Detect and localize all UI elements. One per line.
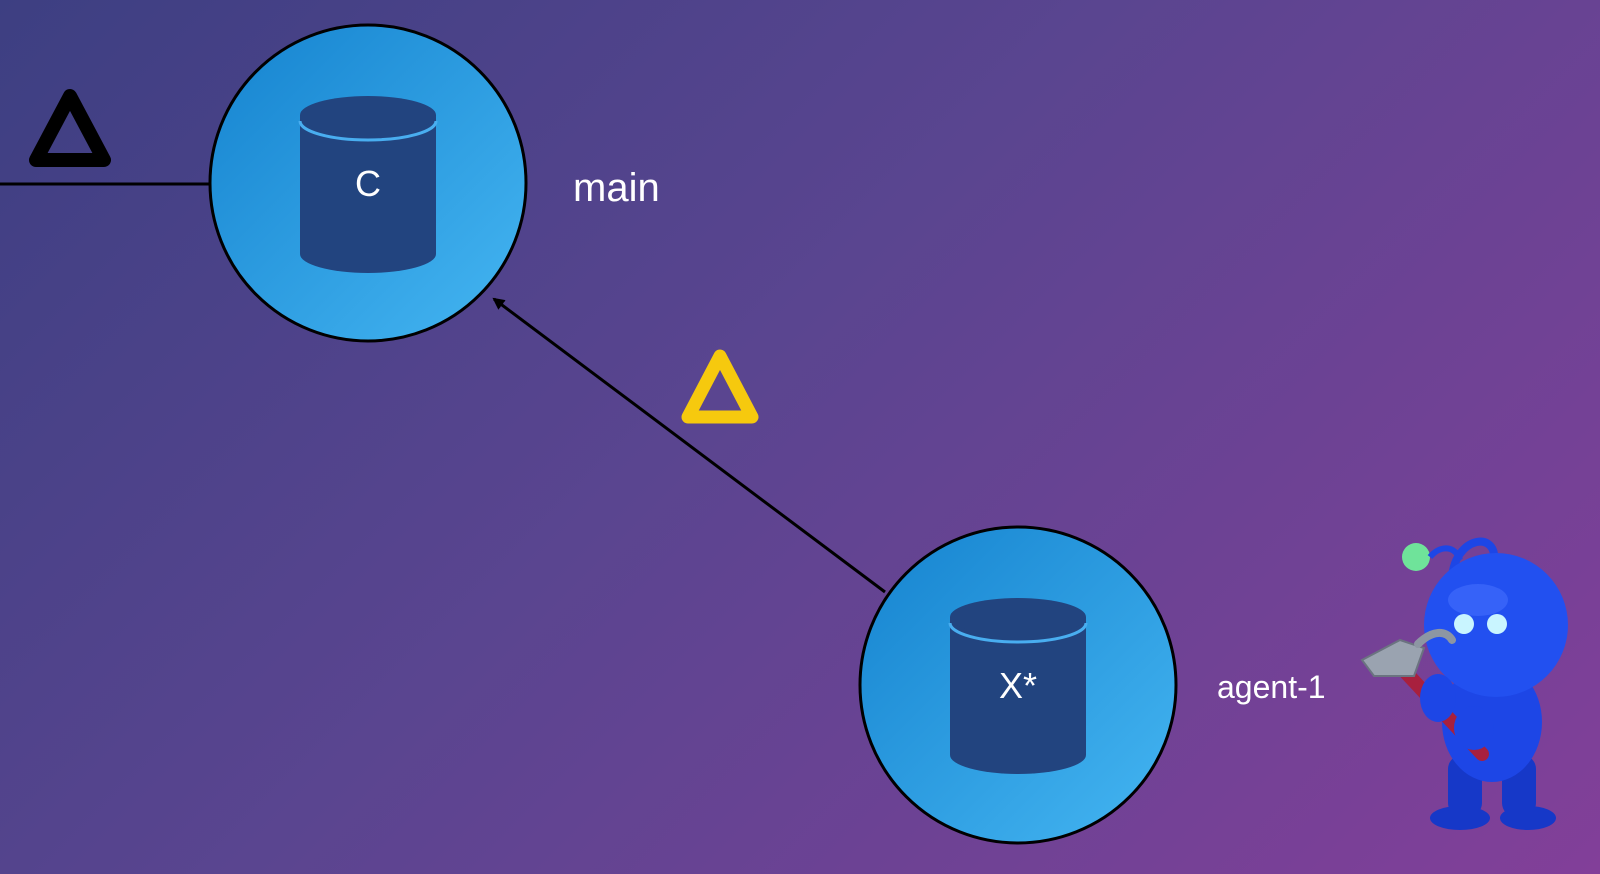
database-icon bbox=[298, 96, 438, 273]
robot-with-hammer-icon bbox=[1360, 537, 1568, 830]
database-label: X* bbox=[999, 665, 1037, 706]
main-node: C bbox=[208, 23, 528, 343]
agent-node: X* bbox=[858, 525, 1178, 845]
database-label: C bbox=[355, 163, 381, 204]
database-icon bbox=[948, 598, 1088, 774]
delta-icon bbox=[29, 89, 111, 167]
branch-label-main: main bbox=[573, 166, 660, 210]
merge-arrow bbox=[492, 297, 886, 594]
branch-label-agent: agent-1 bbox=[1217, 669, 1326, 705]
delta-icon bbox=[681, 349, 759, 424]
